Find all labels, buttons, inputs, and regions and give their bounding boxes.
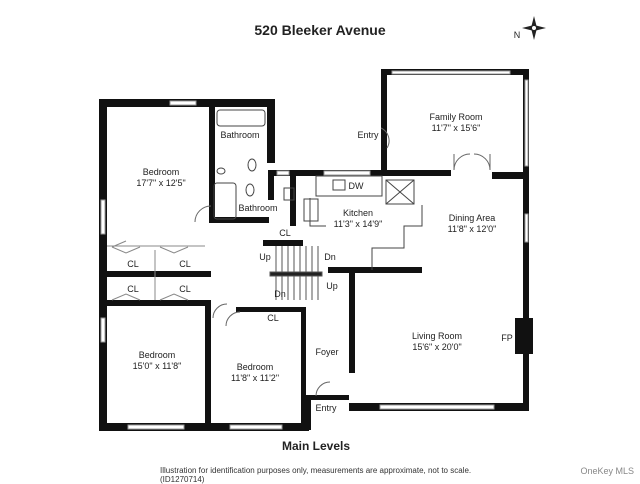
wall: [301, 395, 311, 430]
door: [225, 311, 241, 327]
window: [524, 213, 529, 243]
window: [169, 100, 197, 106]
wall: [263, 240, 303, 246]
closet-doors: [107, 240, 205, 301]
stairs: [269, 246, 323, 300]
window: [100, 199, 106, 235]
brand-watermark: OneKey MLS: [580, 466, 634, 476]
disclaimer: Illustration for identification purposes…: [160, 466, 472, 484]
wall: [107, 300, 211, 306]
wall: [290, 176, 296, 226]
fireplace-label: FP: [501, 333, 513, 343]
kitchen-sink: [332, 179, 346, 191]
stairs-up-label: Up: [259, 252, 271, 262]
wall: [309, 395, 349, 400]
window: [127, 424, 185, 430]
stairs-down-label: Dn: [274, 289, 286, 299]
wall: [99, 423, 309, 431]
kitchen-counter-l: [371, 205, 423, 270]
entry-bottom-label: Entry: [315, 403, 337, 413]
door: [194, 205, 212, 223]
door: [315, 381, 331, 397]
door: [380, 127, 390, 149]
entry-top-label: Entry: [357, 130, 379, 140]
wall: [523, 179, 529, 411]
page-title: 520 Bleeker Avenue: [254, 22, 386, 38]
wall: [328, 267, 422, 273]
wall: [107, 271, 211, 277]
door: [212, 303, 228, 319]
foyer-label: Foyer: [315, 347, 339, 357]
closet-label: CL: [179, 284, 191, 294]
closet-label: CL: [279, 228, 291, 238]
wall: [387, 170, 451, 176]
window: [391, 70, 511, 75]
doors: [194, 127, 491, 397]
wall: [236, 307, 306, 312]
window: [379, 404, 495, 410]
sink: [283, 187, 295, 201]
stairs-down-label: Dn: [324, 252, 336, 262]
wall: [205, 300, 211, 423]
wall: [209, 107, 215, 222]
bathroom-1-label: Bathroom: [220, 130, 260, 140]
closet-label: CL: [267, 313, 279, 323]
wall: [381, 69, 387, 171]
bathtub: [213, 182, 237, 220]
window: [229, 424, 283, 430]
fridge: [385, 179, 415, 205]
dishwasher-label: DW: [348, 181, 364, 191]
window: [276, 170, 290, 176]
compass-icon: [522, 16, 546, 40]
fireplace: [515, 318, 533, 354]
window: [524, 79, 529, 167]
closet-label: CL: [127, 284, 139, 294]
window: [323, 170, 371, 176]
closet-label: CL: [127, 259, 139, 269]
windows: [100, 70, 529, 430]
window: [100, 317, 106, 343]
wall: [267, 99, 275, 163]
bathtub: [216, 109, 266, 127]
door: [453, 153, 471, 171]
toilet: [245, 183, 255, 197]
stair-treads: [275, 246, 319, 300]
wall: [99, 99, 107, 430]
closet-label: CL: [179, 259, 191, 269]
compass-label: N: [513, 30, 521, 40]
level-title: Main Levels: [281, 439, 351, 453]
wall: [209, 217, 269, 223]
door: [473, 153, 491, 171]
kitchen-counter: [315, 175, 383, 197]
stove: [303, 198, 319, 222]
wall: [268, 176, 274, 200]
wall: [301, 307, 306, 402]
wall: [349, 273, 355, 373]
wall: [492, 172, 529, 179]
sink: [216, 167, 226, 175]
bathroom-2-label: Bathroom: [238, 203, 278, 213]
toilet: [247, 158, 257, 172]
stairs-up-label: Up: [326, 281, 338, 291]
fixtures: [213, 109, 423, 270]
